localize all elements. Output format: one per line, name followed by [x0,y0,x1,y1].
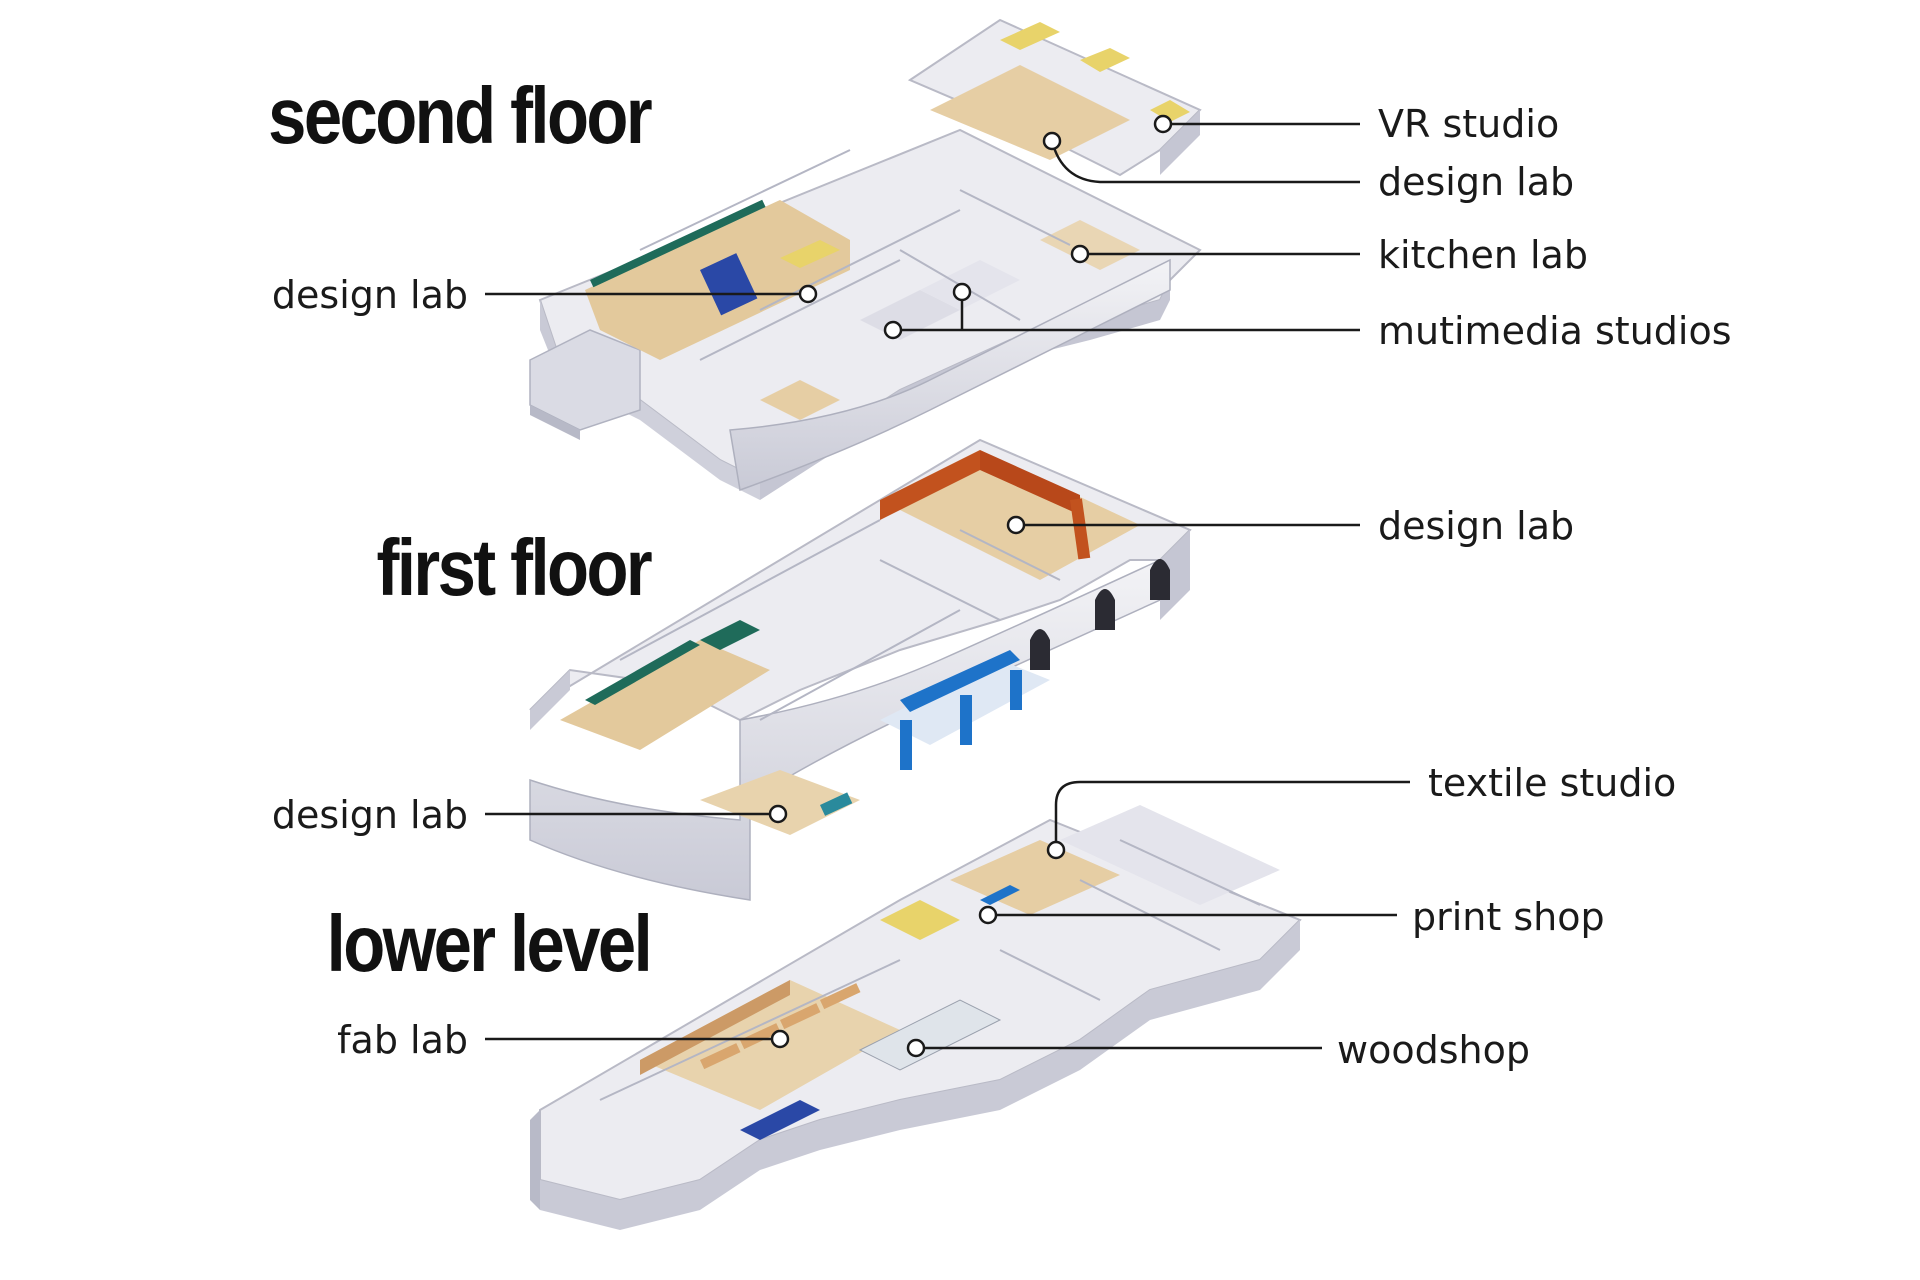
label-kitchen-lab: kitchen lab [1378,233,1588,277]
label-vr-studio: VR studio [1378,102,1560,146]
label-print-shop: print shop [1412,895,1605,939]
floor-title-first: first floor [376,523,652,612]
label-design-lab-2f-left: design lab [271,273,468,317]
label-woodshop: woodshop [1337,1028,1530,1072]
label-design-lab-1f-right: design lab [1378,504,1575,548]
label-design-lab-1f-left: design lab [271,793,468,837]
second-floor-model [529,18,1202,500]
leader-dots [768,114,1173,1058]
label-textile-studio: textile studio [1428,761,1677,805]
floor-title-lower: lower level [326,899,653,988]
label-fab-lab: fab lab [337,1018,468,1062]
floor-title-second: second floor [268,71,652,160]
leader-lines [485,122,1410,1050]
label-multimedia-studios: mutimedia studios [1378,309,1732,353]
first-floor-model [529,438,1192,901]
label-design-lab-2f-right: design lab [1378,160,1575,204]
